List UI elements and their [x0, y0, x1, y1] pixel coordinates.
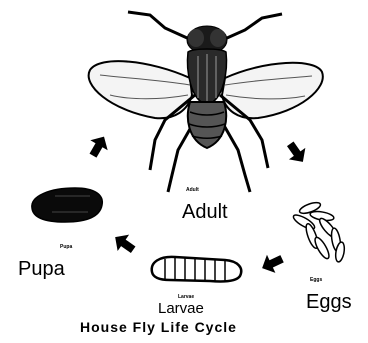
adult-label: Adult — [182, 202, 228, 222]
larvae-label: Larvae — [158, 301, 204, 316]
larva-illustration — [152, 257, 241, 282]
arrow-eggs-to-larvae-icon — [258, 250, 286, 277]
fly-leg — [128, 12, 196, 42]
arrow-larvae-to-pupa-icon — [109, 229, 138, 258]
arrow-pupa-to-adult-icon — [84, 132, 112, 161]
pupa-small-label: Pupa — [60, 245, 72, 250]
adult-fly-illustration — [89, 12, 323, 192]
eggs-illustration — [292, 200, 346, 262]
adult-small-label: Adult — [186, 188, 199, 193]
eggs-small-label: Eggs — [310, 278, 322, 283]
pupa-label: Pupa — [18, 259, 65, 279]
arrow-adult-to-eggs-icon — [282, 138, 311, 167]
diagram-title: House Fly Life Cycle — [80, 320, 237, 334]
fly-leg — [218, 14, 282, 42]
eggs-label: Eggs — [306, 292, 352, 312]
pupa-illustration — [32, 188, 102, 222]
